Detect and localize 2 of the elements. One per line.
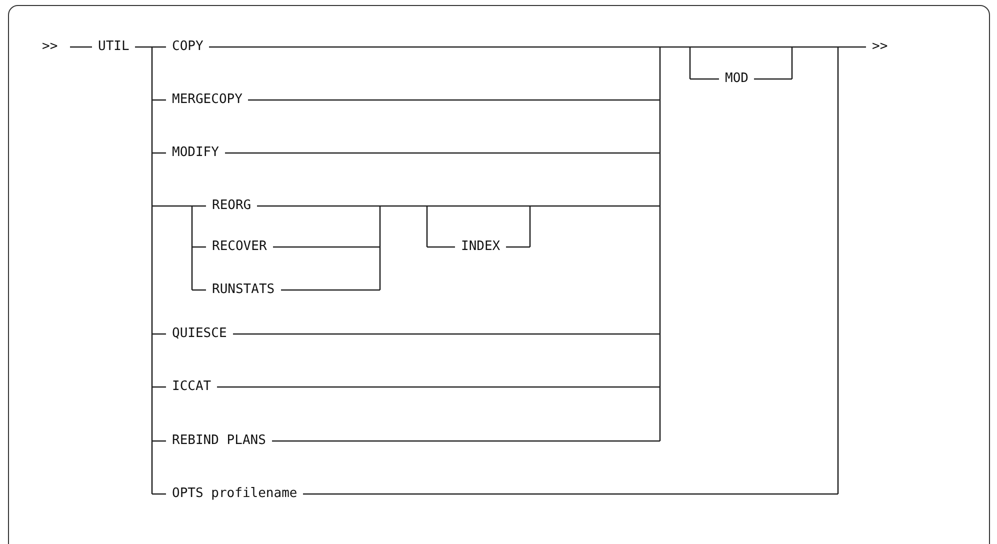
- keyword-label: QUIESCE: [166, 326, 233, 342]
- keyword-label: OPTS profilename: [166, 486, 304, 502]
